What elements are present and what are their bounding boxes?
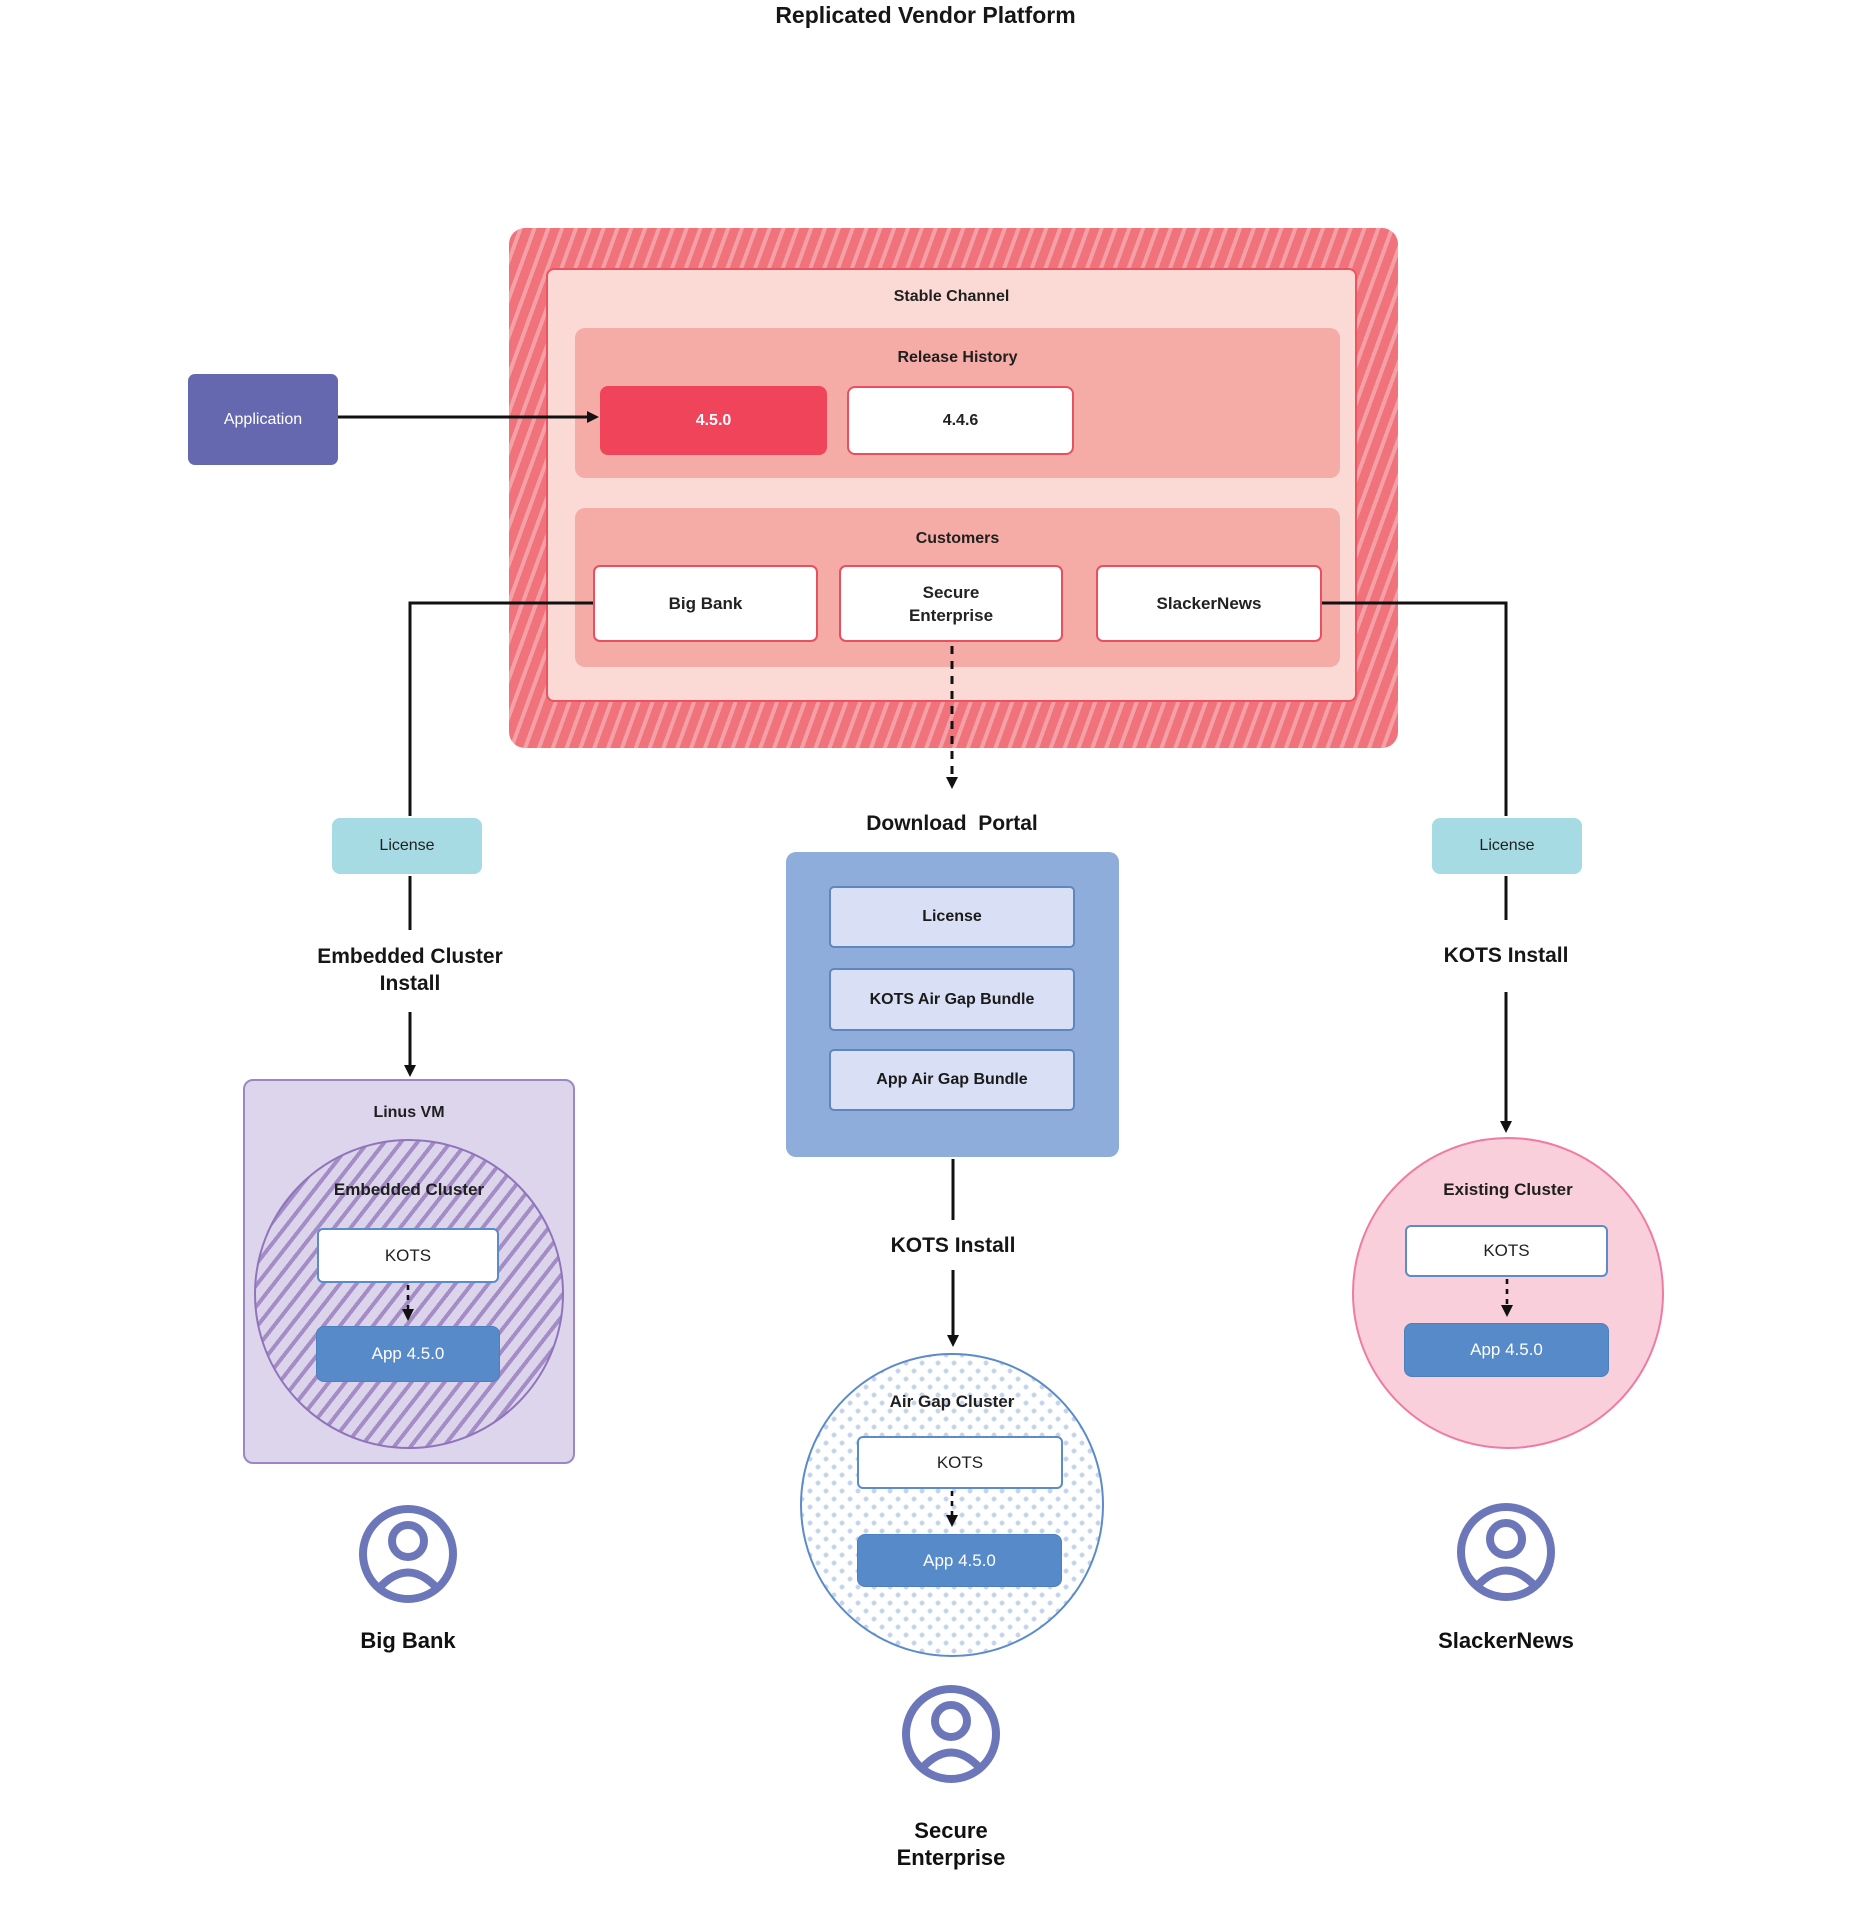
release-history-label: Release History xyxy=(897,349,1018,366)
customer-big-bank-label: Big Bank xyxy=(668,593,743,613)
slackernews-kots-label: KOTS xyxy=(1483,1241,1530,1260)
big-bank-kots-node: KOTS xyxy=(317,1228,499,1283)
big-bank-app-node: App 4.5.0 xyxy=(316,1326,500,1382)
diagram-title: Replicated Vendor Platform xyxy=(775,1,1076,28)
portal-app-bundle-item: App Air Gap Bundle xyxy=(829,1049,1075,1111)
release-4-5-0: 4.5.0 xyxy=(600,386,827,455)
slackernews-app-node: App 4.5.0 xyxy=(1404,1323,1609,1377)
portal-license-label: License xyxy=(922,908,982,925)
portal-kots-bundle-item: KOTS Air Gap Bundle xyxy=(829,968,1075,1031)
secure-app-node: App 4.5.0 xyxy=(857,1534,1062,1587)
stable-channel-label: Stable Channel xyxy=(893,288,1010,305)
big-bank-license-node: License xyxy=(332,818,482,874)
secure-enterprise-person-label: Secure Enterprise xyxy=(896,1818,1006,1870)
slackernews-app-label: App 4.5.0 xyxy=(1470,1340,1543,1359)
big-bank-kots-label: KOTS xyxy=(384,1245,432,1265)
slackernews-license-node: License xyxy=(1432,818,1582,874)
release-4-4-6: 4.4.6 xyxy=(847,386,1074,455)
big-bank-license-label: License xyxy=(379,837,435,854)
secure-kots-install-label: KOTS Install xyxy=(890,1234,1016,1257)
slackernews-person-label: SlackerNews xyxy=(1438,1627,1574,1653)
download-portal-label: Download Portal xyxy=(866,812,1038,835)
customer-secure-enterprise-label: Secure Enterprise xyxy=(908,582,994,625)
application-label: Application xyxy=(223,410,303,428)
customer-slackernews: SlackerNews xyxy=(1096,565,1322,642)
big-bank-person-label: Big Bank xyxy=(360,1627,456,1653)
customer-secure-enterprise: Secure Enterprise xyxy=(839,565,1063,642)
customer-big-bank: Big Bank xyxy=(593,565,818,642)
slackernews-kots-node: KOTS xyxy=(1405,1225,1608,1277)
customer-slackernews-label: SlackerNews xyxy=(1156,593,1262,613)
slackernews-kots-install-label: KOTS Install xyxy=(1443,944,1569,967)
application-node: Application xyxy=(188,374,338,465)
air-gap-cluster-circle xyxy=(800,1353,1104,1657)
existing-cluster-label: Existing Cluster xyxy=(1443,1180,1573,1199)
portal-app-bundle-label: App Air Gap Bundle xyxy=(876,1071,1028,1088)
linus-vm-label: Linus VM xyxy=(373,1104,445,1121)
secure-enterprise-person-icon xyxy=(902,1685,1000,1783)
secure-app-label: App 4.5.0 xyxy=(923,1550,996,1570)
big-bank-app-label: App 4.5.0 xyxy=(371,1344,445,1363)
big-bank-person-icon xyxy=(359,1505,457,1603)
slackernews-person-icon xyxy=(1457,1503,1555,1601)
embedded-cluster-install-label: Embedded Cluster Install xyxy=(317,945,503,995)
slackernews-license-label: License xyxy=(1479,837,1535,854)
embedded-cluster-label: Embedded Cluster xyxy=(333,1180,485,1199)
portal-kots-bundle-label: KOTS Air Gap Bundle xyxy=(869,990,1035,1008)
portal-license-item: License xyxy=(829,886,1075,948)
customers-label: Customers xyxy=(915,530,1000,547)
air-gap-cluster-label: Air Gap Cluster xyxy=(889,1392,1015,1411)
secure-kots-label: KOTS xyxy=(936,1452,984,1472)
secure-kots-node: KOTS xyxy=(857,1436,1063,1489)
